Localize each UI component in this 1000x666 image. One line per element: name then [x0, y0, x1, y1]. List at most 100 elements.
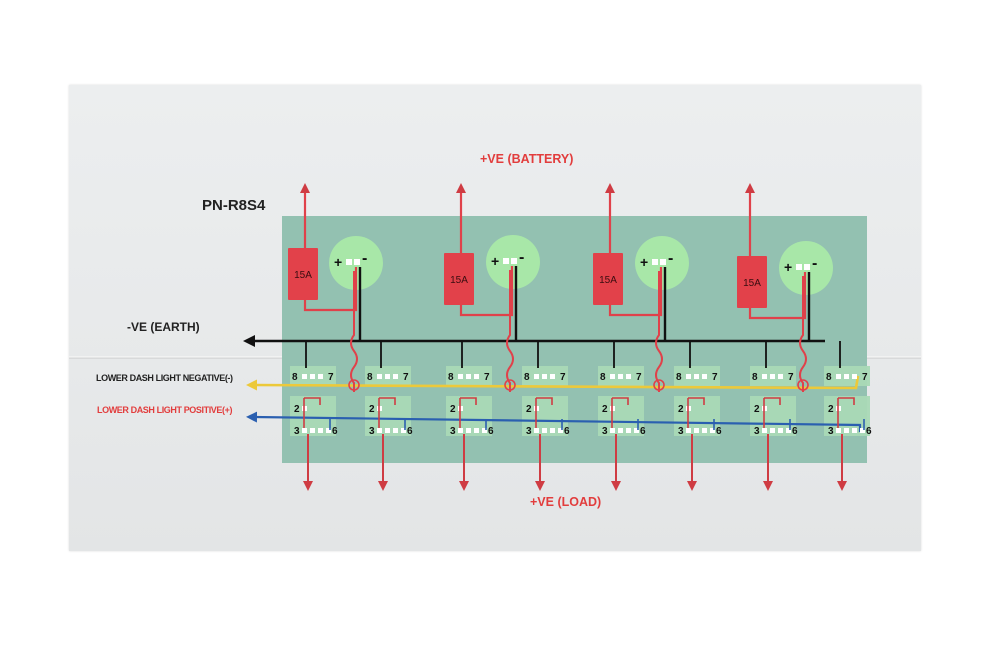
pin-pad [466, 374, 471, 379]
switch-feed-wire [655, 271, 663, 392]
pin-8-label: 8 [524, 372, 530, 383]
pin-pad [318, 374, 323, 379]
pin2-link-wire [379, 397, 396, 405]
pin-pad [474, 374, 479, 379]
fuse-rating-label: 15A [450, 275, 468, 286]
pin-7-label: 7 [560, 372, 566, 383]
pin-pad [762, 374, 767, 379]
terminal-pad [652, 259, 658, 265]
pin-3-label: 3 [602, 426, 608, 437]
fuse-body [593, 253, 623, 305]
pin-3-label: 3 [294, 426, 300, 437]
pin-pad [634, 428, 639, 433]
pin-pad [310, 428, 315, 433]
pin-6-label: 6 [640, 426, 646, 437]
pin-3-label: 3 [678, 426, 684, 437]
pin2-link-wire [460, 397, 477, 405]
pin-pad [534, 374, 539, 379]
pin-pad [778, 374, 783, 379]
pin-7-label: 7 [403, 372, 409, 383]
pin-pad [618, 374, 623, 379]
fuse-unit-3: 15A+- [593, 183, 689, 392]
pin-8-label: 8 [752, 372, 758, 383]
pin-6-label: 6 [792, 426, 798, 437]
pin-pad [458, 374, 463, 379]
pin-7-label: 7 [788, 372, 794, 383]
diagram-title: PN-R8S4 [202, 197, 266, 214]
pin-pad [550, 428, 555, 433]
fuse-body [737, 256, 767, 308]
fuse-body [288, 248, 318, 300]
pin-3-label: 3 [526, 426, 532, 437]
fuse-to-terminal-wire [748, 272, 807, 320]
fuse-to-terminal-wire [459, 266, 514, 317]
pin-6-label: 6 [332, 426, 338, 437]
pin-pad [466, 428, 471, 433]
pin-pad [318, 428, 323, 433]
dash-negative-label: LOWER DASH LIGHT NEGATIVE(-) [96, 373, 233, 383]
pin-pad [542, 428, 547, 433]
pin-8-label: 8 [600, 372, 606, 383]
pin-7-label: 7 [712, 372, 718, 383]
pin-8-label: 8 [676, 372, 682, 383]
pin-7-label: 7 [636, 372, 642, 383]
pin-8-label: 8 [826, 372, 832, 383]
pin-7-label: 7 [484, 372, 490, 383]
pin2-link-wire [536, 397, 553, 405]
wire-crossover-loop [653, 379, 665, 391]
pin-pad [770, 374, 775, 379]
pin-pad [694, 374, 699, 379]
pin-pad [702, 374, 707, 379]
terminal-pad [346, 259, 352, 265]
pin-pad [694, 428, 699, 433]
pin-pad [710, 428, 715, 433]
pin-2-label: 2 [602, 404, 608, 415]
pin-6-label: 6 [866, 426, 872, 437]
pin-3-label: 3 [450, 426, 456, 437]
pin-7-label: 7 [328, 372, 334, 383]
terminal-pad [503, 258, 509, 264]
pin-pad [626, 428, 631, 433]
pin-pad [458, 428, 463, 433]
fuse-unit-4: 15A+- [737, 183, 833, 392]
pin2-link-wire [838, 397, 855, 405]
pin-pad [618, 428, 623, 433]
pin-pad [302, 428, 307, 433]
pin-pad [860, 428, 865, 433]
plus-terminal-label: + [640, 254, 648, 270]
wire-crossover-loop [348, 379, 360, 391]
minus-terminal-label: - [812, 255, 817, 272]
fuse-body [444, 253, 474, 305]
pin-pad [610, 374, 615, 379]
pin-pad [686, 374, 691, 379]
pin-8-label: 8 [292, 372, 298, 383]
pin-pad [610, 428, 615, 433]
pin-pad [482, 428, 487, 433]
switch-feed-wire [799, 276, 807, 392]
pin-pad [393, 428, 398, 433]
switch-feed-wire [506, 270, 514, 392]
pin2-link-wire [688, 397, 705, 405]
pin-pad [326, 428, 331, 433]
terminal-pad [511, 258, 517, 264]
minus-terminal-label: - [362, 250, 367, 267]
pin-pad [558, 428, 563, 433]
pin-6-label: 6 [716, 426, 722, 437]
terminal-pad [660, 259, 666, 265]
pin-pad [550, 374, 555, 379]
pin-3-label: 3 [754, 426, 760, 437]
pin-pad [852, 374, 857, 379]
minus-terminal-label: - [668, 250, 673, 267]
switch-feed-wire [350, 271, 358, 392]
plus-terminal-label: + [334, 254, 342, 270]
minus-terminal-label: - [519, 249, 524, 266]
pin-6-label: 6 [488, 426, 494, 437]
fuse-rating-label: 15A [743, 278, 761, 289]
